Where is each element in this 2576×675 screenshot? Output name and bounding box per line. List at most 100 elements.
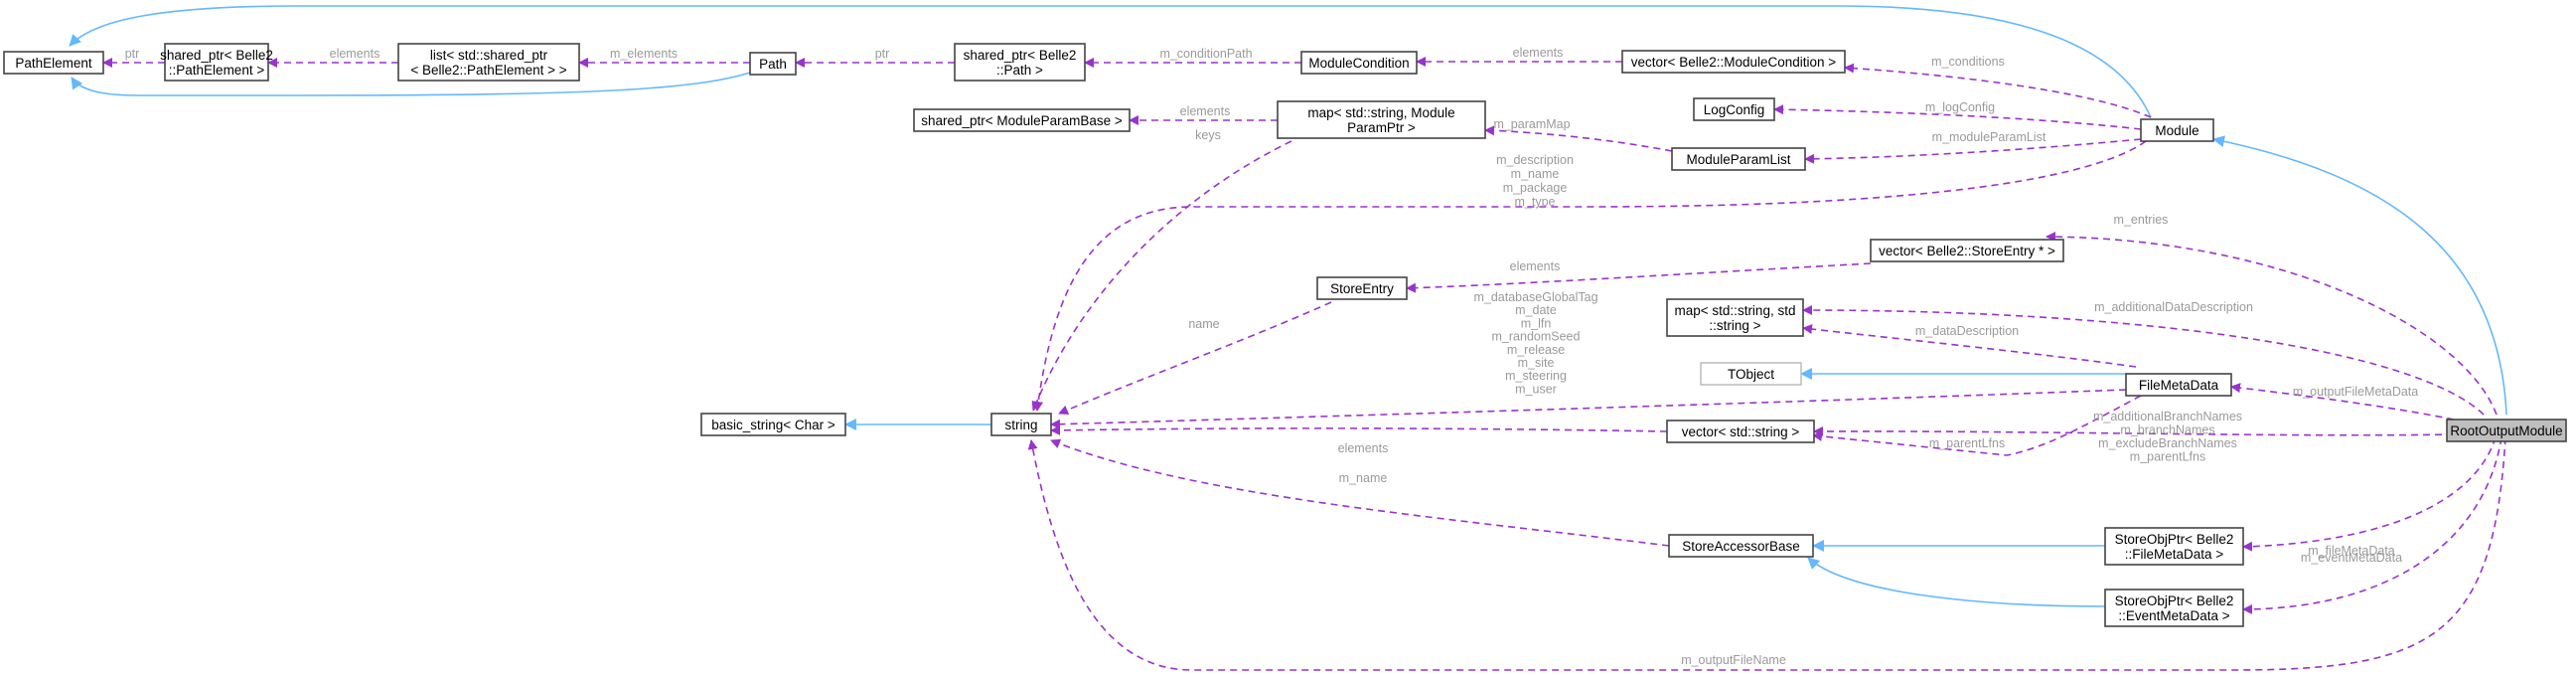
- node-modulecondition[interactable]: ModuleCondition: [1300, 51, 1418, 75]
- node-storeobjptr-filemetadata-box: [2104, 527, 2244, 566]
- edge-label-m-parammap: m_paramMap: [1493, 117, 1570, 131]
- node-shared-ptr-pathelement-label: ::PathElement >: [169, 63, 265, 78]
- node-moduleparamlist[interactable]: ModuleParamList: [1671, 147, 1806, 171]
- edge-label-elements-3: elements: [1180, 104, 1231, 118]
- edge-filemetadata-to-vec-string: [1812, 395, 2142, 456]
- edge-label-m-outputfilemetadata: m_outputFileMetaData: [2293, 385, 2419, 399]
- edge-label-m-name-line: m_name: [1339, 471, 1388, 485]
- node-storeentry-label: StoreEntry: [1330, 281, 1394, 296]
- node-storeobjptr-filemetadata-label: ::FileMetaData >: [2125, 547, 2224, 562]
- node-filemetadata[interactable]: FileMetaData: [2125, 373, 2232, 397]
- node-storeobjptr-eventmetadata[interactable]: StoreObjPtr< Belle2::EventMetaData >: [2104, 589, 2244, 627]
- node-vector-string-label: vector< std::string >: [1682, 424, 1800, 439]
- node-pathelement-box: [3, 51, 104, 75]
- edge-rootoutputmodule-to-filemetadata: [2230, 383, 2455, 421]
- edge-label-m-elements-line: m_elements: [610, 47, 678, 61]
- edge-path-to-pathelement: [71, 72, 751, 96]
- node-filemetadata-label: FileMetaData: [2139, 378, 2219, 393]
- node-tobject-label: TObject: [1728, 367, 1774, 382]
- node-storeentry[interactable]: StoreEntry: [1316, 276, 1408, 300]
- node-map-string-string-box: [1666, 298, 1804, 337]
- edge-label-elements-1: elements: [330, 47, 380, 61]
- node-vector-modulecondition[interactable]: vector< Belle2::ModuleCondition >: [1621, 50, 1846, 74]
- edge-label-fmd-strings-line: m_databaseGlobalTag: [1473, 290, 1597, 304]
- edge-label-elements-2: elements: [1513, 46, 1564, 60]
- edge-label-m-additionaldatadescription: m_additionalDataDescription: [2094, 300, 2253, 314]
- edge-label-fmd-strings-line: m_site: [1518, 356, 1555, 370]
- edge-label-m-parammap-line: m_paramMap: [1493, 117, 1570, 131]
- edge-label-m-logconfig-line: m_logConfig: [1925, 100, 1995, 114]
- edge-sop-eventmetadata-to-storeaccessorbase: [1807, 557, 2106, 607]
- edge-rootoutputmodule-to-map-string: [1802, 305, 2485, 416]
- node-map-string-string-label: ::string >: [1709, 318, 1760, 333]
- node-vector-modulecondition-box: [1621, 50, 1846, 74]
- edge-module-to-string: [1033, 140, 2147, 412]
- edge-label-fmd-strings-line: m_date: [1515, 303, 1557, 317]
- node-tobject-box: [1700, 362, 1802, 386]
- node-list-shared-ptr[interactable]: list< std::shared_ptr< Belle2::PathEleme…: [397, 43, 580, 82]
- edge-label-m-conditionpath-line: m_conditionPath: [1159, 47, 1252, 61]
- edge-label-m-conditions: m_conditions: [1931, 55, 2005, 69]
- edge-label-m-moduleparamlist-line: m_moduleParamList: [1932, 130, 2046, 144]
- edge-label-ptr-2: ptr: [875, 47, 890, 61]
- node-logconfig-label: LogConfig: [1704, 102, 1765, 117]
- edge-label-m-eventmetadata-line: m_eventMetaData: [2301, 551, 2402, 565]
- edge-label-m-datadescription-line: m_dataDescription: [1915, 324, 2019, 338]
- node-basic-string[interactable]: basic_string< Char >: [700, 413, 846, 436]
- edge-label-m-moduleparamlist: m_moduleParamList: [1932, 130, 2046, 144]
- node-shared-ptr-moduleparambase[interactable]: shared_ptr< ModuleParamBase >: [913, 108, 1131, 132]
- node-storeobjptr-filemetadata-label: StoreObjPtr< Belle2: [2115, 532, 2234, 547]
- node-string[interactable]: string: [990, 413, 1052, 436]
- edge-label-module-strings-line: m_package: [1503, 181, 1568, 195]
- node-storeobjptr-filemetadata[interactable]: StoreObjPtr< Belle2::FileMetaData >: [2104, 527, 2244, 566]
- node-shared-ptr-moduleparambase-box: [913, 108, 1131, 132]
- node-storeobjptr-eventmetadata-box: [2104, 589, 2244, 627]
- node-path[interactable]: Path: [749, 52, 797, 76]
- edge-label-m-logconfig: m_logConfig: [1925, 100, 1995, 114]
- edge-label-keys: keys: [1195, 128, 1221, 142]
- edge-label-m-datadescription: m_dataDescription: [1915, 324, 2019, 338]
- node-rootoutputmodule[interactable]: RootOutputModule: [2446, 419, 2567, 442]
- edge-label-ptr-1-line: ptr: [125, 47, 140, 61]
- node-vector-storeentry[interactable]: vector< Belle2::StoreEntry * >: [1870, 239, 2064, 262]
- edge-label-m-outputfilename: m_outputFileName: [1681, 653, 1786, 667]
- edge-label-rom-vecstrings-line: m_excludeBranchNames: [2098, 436, 2237, 450]
- node-logconfig[interactable]: LogConfig: [1693, 97, 1775, 121]
- node-shared-ptr-path-label: shared_ptr< Belle2: [964, 48, 1077, 63]
- node-storeobjptr-eventmetadata-label: ::EventMetaData >: [2118, 608, 2229, 623]
- edge-label-fmd-strings-line: m_release: [1507, 343, 1565, 357]
- node-vector-string[interactable]: vector< std::string >: [1666, 420, 1815, 443]
- edge-label-fmd-strings-line: m_steering: [1505, 369, 1567, 383]
- edge-rootoutputmodule-to-sop-filemetadata: [2242, 436, 2497, 552]
- node-pathelement[interactable]: PathElement: [3, 51, 104, 75]
- node-storeentry-box: [1316, 276, 1408, 300]
- edge-label-elements-4: elements: [1510, 259, 1561, 273]
- edge-rootoutputmodule-to-vec-storeentry: [2046, 232, 2498, 416]
- node-shared-ptr-pathelement-box: [164, 43, 269, 82]
- node-shared-ptr-pathelement-label: shared_ptr< Belle2: [160, 48, 273, 63]
- node-moduleparamlist-label: ModuleParamList: [1686, 152, 1790, 167]
- node-shared-ptr-pathelement[interactable]: shared_ptr< Belle2::PathElement >: [160, 43, 273, 82]
- edge-label-rom-vecstrings-line: m_parentLfns: [2130, 450, 2205, 464]
- edge-module-to-pathelement: [69, 5, 2152, 118]
- node-list-shared-ptr-box: [397, 43, 580, 82]
- node-storeaccessorbase[interactable]: StoreAccessorBase: [1668, 534, 1814, 558]
- edge-label-m-eventmetadata: m_eventMetaData: [2301, 551, 2402, 565]
- node-string-label: string: [1004, 418, 1037, 432]
- node-module[interactable]: Module: [2140, 118, 2214, 142]
- edge-label-m-parentlfns: m_parentLfns: [1929, 436, 2005, 450]
- node-storeobjptr-eventmetadata-label: StoreObjPtr< Belle2: [2115, 593, 2234, 608]
- edge-label-m-conditions-line: m_conditions: [1931, 55, 2005, 69]
- node-module-box: [2140, 118, 2214, 142]
- node-rootoutputmodule-label: RootOutputModule: [2450, 423, 2562, 438]
- edge-label-elements-1-line: elements: [330, 47, 380, 61]
- node-shared-ptr-path[interactable]: shared_ptr< Belle2::Path >: [954, 43, 1086, 82]
- node-tobject[interactable]: TObject: [1700, 362, 1802, 386]
- edge-label-m-name: m_name: [1339, 471, 1388, 485]
- node-map-string-string[interactable]: map< std::string, std::string >: [1666, 298, 1804, 337]
- edge-label-fmd-strings-line: m_randomSeed: [1492, 330, 1581, 344]
- node-storeaccessorbase-label: StoreAccessorBase: [1682, 539, 1800, 554]
